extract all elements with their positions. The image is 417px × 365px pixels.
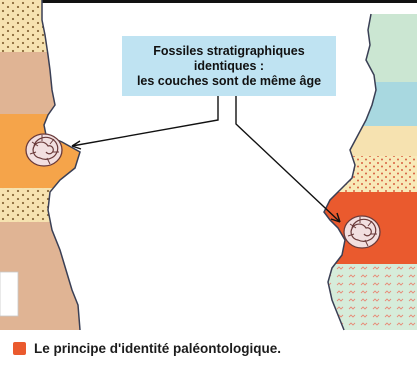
- callout-line-3: les couches sont de même âge: [137, 74, 321, 89]
- legend-text: Le principe d'identité paléontologique.: [34, 341, 281, 356]
- legend-swatch: [13, 342, 26, 355]
- ammonite-fossil-right-icon: [344, 216, 380, 248]
- connector-arrow-right: [236, 96, 340, 222]
- legend: Le principe d'identité paléontologique.: [13, 341, 281, 356]
- small-frame-marker: [0, 272, 18, 316]
- callout-box: Fossiles stratigraphiques identiques : l…: [122, 36, 336, 96]
- callout-line-1: Fossiles stratigraphiques: [153, 44, 304, 59]
- callout-line-2: identiques :: [194, 59, 264, 74]
- connector-arrow-left: [72, 96, 218, 149]
- ammonite-fossil-left-icon: [26, 134, 62, 166]
